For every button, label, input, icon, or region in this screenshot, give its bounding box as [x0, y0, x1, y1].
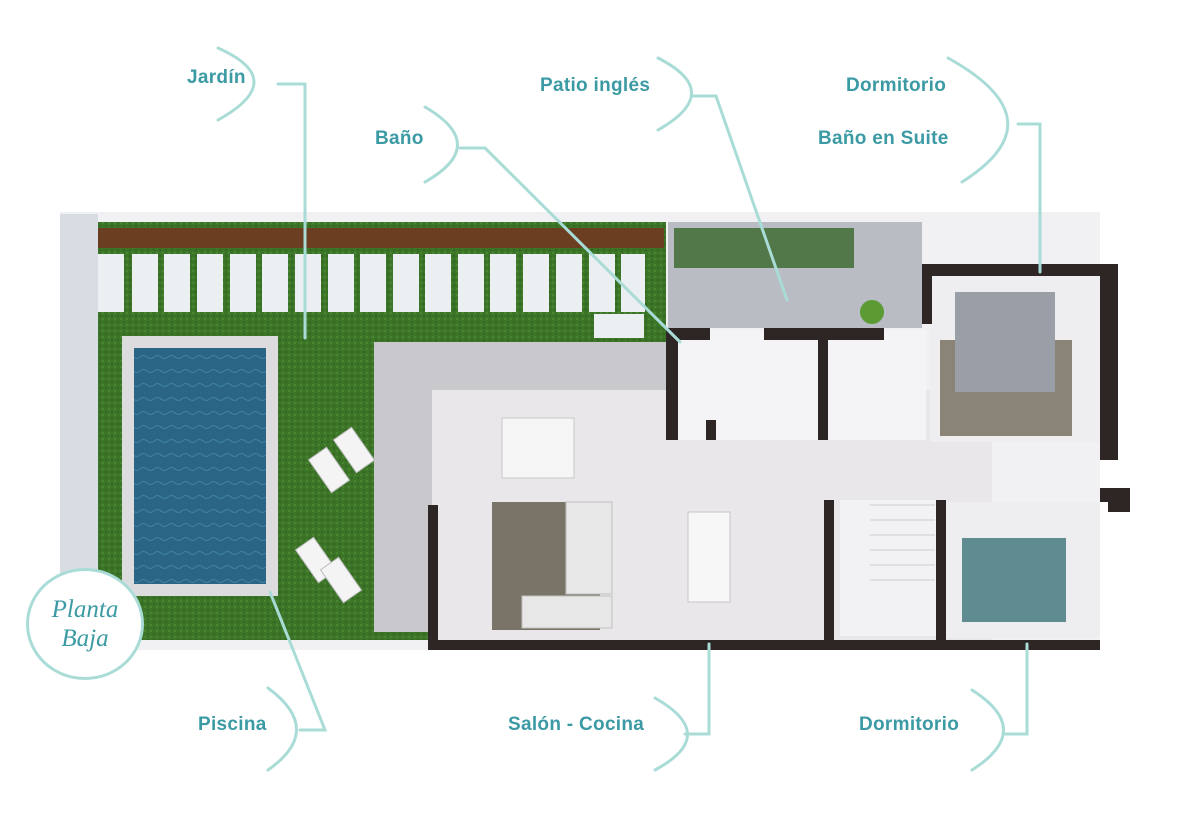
master-bed — [955, 292, 1055, 392]
sun-loungers — [294, 426, 376, 604]
label-dormitorio: Dormitorio — [859, 714, 960, 735]
bano-bracket — [423, 105, 459, 184]
floor-badge: Planta Baja — [26, 568, 144, 680]
patio-bracket — [656, 56, 693, 132]
interior — [432, 276, 1100, 640]
jardin-bracket — [216, 46, 256, 122]
bedroom-bed — [962, 538, 1066, 622]
salon-bracket — [653, 696, 689, 772]
stepping-stones — [98, 254, 645, 338]
hedge-strip — [98, 228, 664, 248]
stair-treads — [870, 504, 935, 581]
english-patio — [668, 222, 922, 328]
label-bano-en-suite: Baño en Suite — [818, 128, 949, 149]
leader-lines — [216, 46, 1042, 772]
stairs-area — [840, 500, 936, 636]
label-piscina: Piscina — [198, 714, 267, 735]
pool — [122, 336, 278, 596]
label-dormitorio-suite: Dormitorio — [846, 75, 947, 96]
label-bano: Baño — [375, 128, 424, 149]
walls — [428, 264, 1130, 650]
suite-bracket — [946, 56, 1010, 184]
dining-table — [501, 417, 575, 479]
label-salon-cocina: Salón - Cocina — [508, 714, 645, 735]
piscina-bracket — [266, 686, 298, 772]
kitchen-island — [687, 511, 731, 603]
badge-line-1: Planta — [51, 596, 119, 623]
sofa — [521, 595, 613, 629]
badge-line-2: Baja — [61, 625, 109, 652]
pool-water — [134, 348, 266, 584]
label-jardin: Jardín — [187, 67, 246, 88]
sofa-chaise — [565, 501, 613, 595]
patio-plant — [860, 300, 884, 324]
dormitorio-bracket — [970, 688, 1005, 772]
label-patio-ingles: Patio inglés — [540, 75, 651, 96]
